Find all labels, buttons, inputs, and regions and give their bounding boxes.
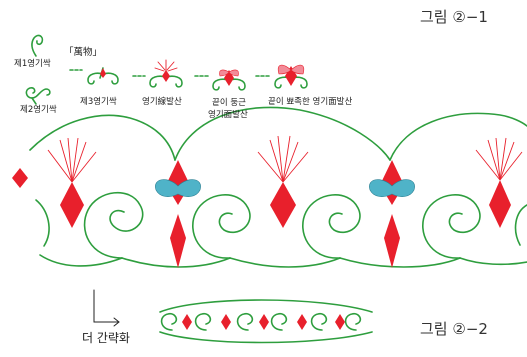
big-spiral-3 xyxy=(303,195,360,258)
stage-label-5b: 영기面발산 xyxy=(208,111,248,121)
small-red-2 xyxy=(221,314,231,330)
big-red-diamond-4 xyxy=(270,182,296,228)
big-red-diamond-8 xyxy=(12,168,28,188)
simplify-arrow xyxy=(94,290,119,326)
figure-label-1: 그림 ②−1 xyxy=(420,6,488,27)
stage4-bud xyxy=(162,70,170,82)
stage-label-5a: 끝이 둥근 xyxy=(212,99,246,109)
stage-label-2: 제2영기싹 xyxy=(20,106,57,116)
big-red-diamond-7 xyxy=(489,180,511,228)
simplified-label: 더 간략화 xyxy=(82,332,130,346)
stage-label-6: 끝이 뾰족한 영기面발산 xyxy=(268,98,352,108)
stage2-sprout xyxy=(26,88,50,104)
bracket-label: 「萬物」 xyxy=(64,44,102,58)
big-red-diamond-1 xyxy=(60,182,84,228)
big-red-diamond-3 xyxy=(170,214,186,268)
big-pattern-arches xyxy=(30,107,527,160)
small-red-1 xyxy=(182,314,192,330)
small-red-5 xyxy=(335,314,345,330)
big-spiral-1 xyxy=(85,193,143,258)
stage1-sprout xyxy=(32,35,43,56)
stage-label-3: 제3영기싹 xyxy=(80,98,117,108)
big-spiral-2 xyxy=(193,195,250,258)
small-red-4 xyxy=(297,314,307,330)
stage-label-1: 제1영기싹 xyxy=(14,60,51,70)
big-spiral-4 xyxy=(423,195,480,258)
small-red-3 xyxy=(259,314,269,330)
figure-label-2: 그림 ②−2 xyxy=(420,318,488,339)
big-red-diamond-6 xyxy=(384,214,400,268)
stage-label-4: 영기線발산 xyxy=(142,98,182,108)
